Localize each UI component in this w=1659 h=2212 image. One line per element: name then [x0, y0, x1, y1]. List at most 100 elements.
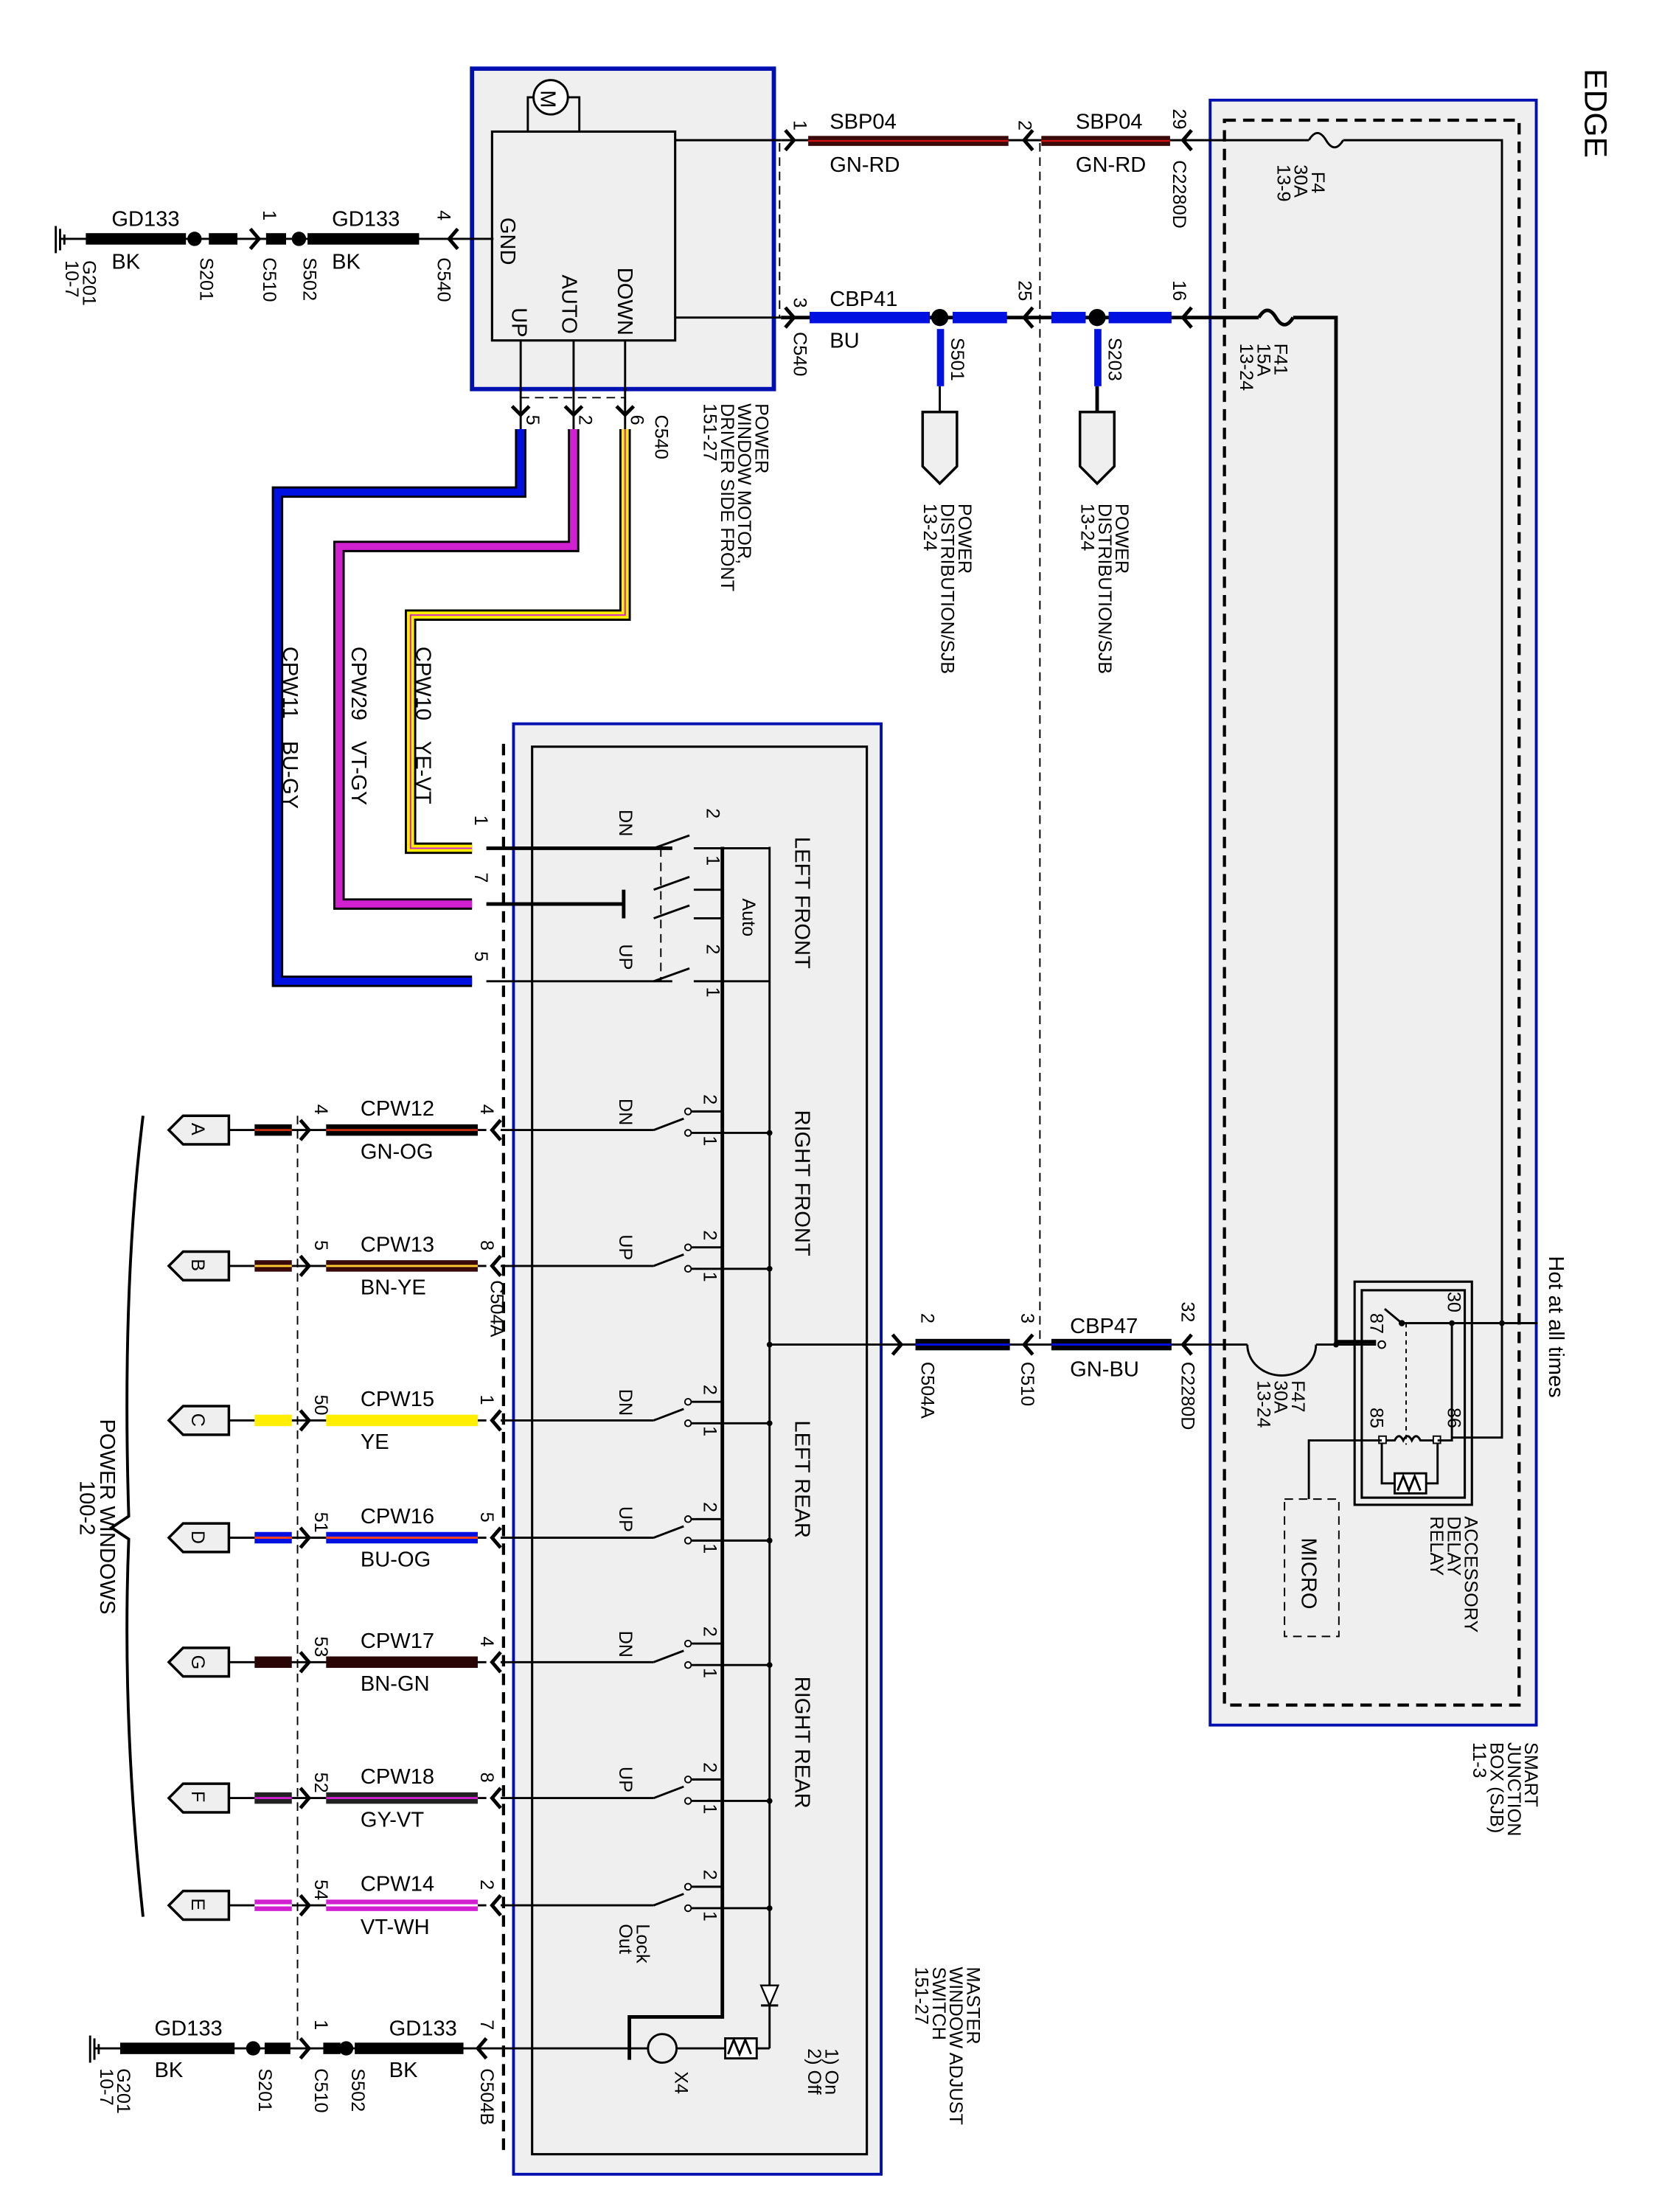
hot-at-all-times: Hot at all times	[1544, 1256, 1568, 1397]
fuse-f41-icon	[1257, 308, 1295, 327]
tag-letter: C	[187, 1413, 208, 1427]
svg-text:1: 1	[790, 120, 810, 131]
svg-text:S201: S201	[196, 257, 217, 301]
svg-text:5: 5	[476, 1512, 497, 1523]
svg-text:2: 2	[917, 1313, 937, 1324]
svg-text:YE: YE	[361, 1430, 389, 1454]
svg-text:F41: F41	[1270, 344, 1291, 375]
svg-text:2: 2	[476, 1879, 497, 1890]
svg-text:2: 2	[702, 808, 723, 818]
svg-text:GN-BU: GN-BU	[1070, 1357, 1139, 1381]
svg-text:GN-RD: GN-RD	[1076, 153, 1146, 177]
svg-text:5: 5	[470, 951, 491, 961]
svg-text:S501: S501	[947, 338, 967, 381]
svg-text:UP: UP	[615, 1506, 636, 1532]
svg-text:POWER: POWER	[751, 403, 771, 473]
svg-text:C504B: C504B	[476, 2068, 497, 2125]
motor-harness: 5 2 6 C540 CPW11 BU-GY CPW29 VT-GY CPW10…	[271, 405, 672, 987]
svg-text:C540: C540	[790, 332, 810, 376]
tag-letter: E	[187, 1898, 208, 1910]
svg-text:POWER: POWER	[954, 504, 975, 574]
power-distribution-label-2: POWER DISTRIBUTION/SJB 13-24	[1077, 504, 1133, 674]
connector-c510-icon	[299, 1893, 312, 1917]
relay-pin-85: 85	[1366, 1408, 1387, 1428]
svg-text:13-24: 13-24	[1253, 1380, 1273, 1428]
svg-text:CPW14: CPW14	[361, 1873, 434, 1896]
svg-text:BOX (SJB): BOX (SJB)	[1486, 1742, 1506, 1833]
switch-contact-icon	[653, 1408, 684, 1422]
svg-text:UP: UP	[615, 944, 636, 970]
svg-text:C504A: C504A	[917, 1362, 937, 1419]
svg-text:S502: S502	[299, 257, 319, 301]
svg-text:BN-GN: BN-GN	[361, 1672, 430, 1696]
connector-c510-icon	[299, 1409, 312, 1432]
svg-text:F47: F47	[1287, 1380, 1308, 1412]
svg-text:CPW11: CPW11	[278, 647, 302, 719]
svg-text:CPW16: CPW16	[361, 1505, 434, 1528]
pin-up: UP	[507, 307, 531, 337]
power-windows-brace	[108, 1115, 145, 1917]
relay-pin-86: 86	[1443, 1408, 1464, 1428]
svg-text:CPW12: CPW12	[361, 1097, 434, 1121]
indicator-state-off: 2) Off	[804, 2048, 824, 2096]
svg-text:VT-GY: VT-GY	[347, 741, 370, 805]
switch-contact-icon	[653, 1893, 684, 1907]
power-distribution-link-2[interactable]	[1078, 410, 1116, 486]
switch-contact-icon	[653, 1785, 684, 1799]
svg-text:GD133: GD133	[389, 2017, 457, 2041]
svg-text:C2280D: C2280D	[1177, 1362, 1197, 1430]
svg-text:1: 1	[699, 1272, 720, 1282]
lockout-label: Lock	[632, 1924, 653, 1964]
svg-text:1: 1	[699, 1543, 720, 1554]
svg-text:SWITCH: SWITCH	[928, 1967, 949, 2040]
svg-text:2: 2	[699, 1627, 720, 1637]
svg-text:GN-RD: GN-RD	[830, 153, 900, 177]
svg-text:CPW29: CPW29	[347, 647, 370, 720]
svg-text:15A: 15A	[1253, 344, 1273, 377]
svg-text:F4: F4	[1307, 172, 1328, 193]
svg-text:32: 32	[1177, 1301, 1197, 1322]
tag-letter: D	[187, 1531, 208, 1544]
switch-contact-icon	[653, 1117, 684, 1131]
svg-text:WINDOW ADJUST: WINDOW ADJUST	[945, 1967, 966, 2125]
svg-text:13-24: 13-24	[1236, 344, 1256, 392]
section-left-front: LEFT FRONT	[790, 837, 814, 969]
svg-text:2: 2	[1014, 120, 1034, 131]
motor-symbol: M	[535, 90, 559, 108]
indicator-id: X4	[671, 2071, 692, 2094]
connector-c504a-icon	[490, 1254, 502, 1278]
svg-text:11-3: 11-3	[1469, 1742, 1489, 1778]
svg-text:G201: G201	[79, 260, 100, 306]
svg-text:2: 2	[699, 1502, 720, 1512]
smart-junction-box: 30 87 85 86 MICRO Hot at all times F4 30…	[1184, 98, 1568, 1836]
svg-text:1: 1	[702, 855, 723, 866]
svg-text:151-27: 151-27	[699, 403, 720, 462]
svg-text:1: 1	[476, 1395, 497, 1405]
svg-text:CPW15: CPW15	[361, 1388, 434, 1411]
svg-text:GD133: GD133	[155, 2017, 223, 2041]
connector-c510-icon	[299, 1787, 312, 1809]
svg-text:VT-WH: VT-WH	[361, 1916, 430, 1939]
svg-text:25: 25	[1014, 280, 1034, 301]
connector-c504a-icon	[490, 1651, 502, 1674]
pin-down: DOWN	[613, 268, 636, 335]
svg-text:2: 2	[699, 1762, 720, 1773]
connector-c504a-icon	[490, 1119, 502, 1141]
fuse-f47-label: F47 30A 13-24	[1253, 1380, 1308, 1428]
connector-c504a-icon	[490, 1787, 502, 1809]
svg-text:CPW18: CPW18	[361, 1765, 434, 1789]
svg-text:100-2: 100-2	[75, 1481, 99, 1535]
svg-text:1: 1	[259, 210, 279, 220]
switch-contact-icon	[653, 1525, 684, 1539]
bottom-ground-circuit: GD133 BK GD133 BK G201 10-7 S201 1 C510 …	[88, 2017, 497, 2125]
power-distribution-link-1[interactable]	[921, 410, 959, 486]
c504a-label: C504A	[486, 1280, 507, 1337]
cbp47-feed: 2 C504A 3 C510 CBP47 GN-BU 32 C2280D	[881, 1301, 1197, 1430]
svg-text:51: 51	[310, 1512, 331, 1533]
svg-text:BK: BK	[155, 2059, 184, 2082]
svg-text:4: 4	[434, 210, 454, 220]
svg-text:2: 2	[699, 1230, 720, 1240]
micro-box	[1284, 1498, 1340, 1638]
